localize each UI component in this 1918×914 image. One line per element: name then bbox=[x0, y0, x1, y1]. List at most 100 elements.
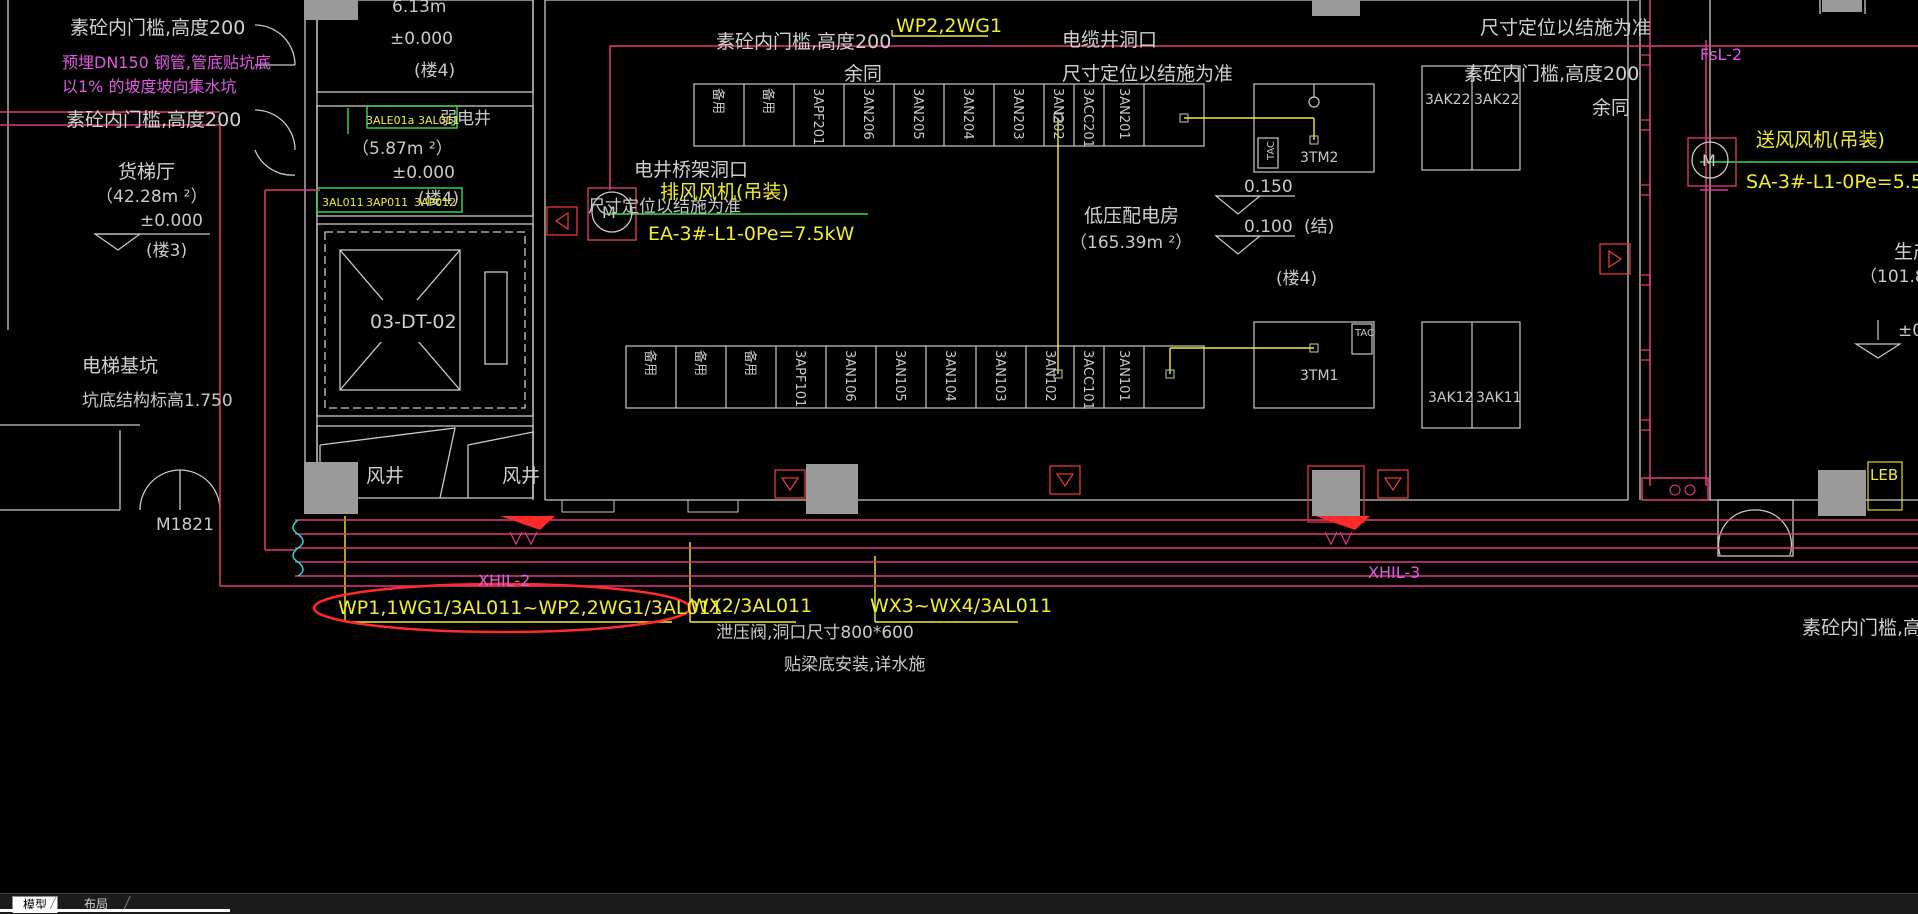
freight-lobby-level: ±0.000 bbox=[140, 211, 203, 231]
tab-model[interactable]: 模型 bbox=[12, 896, 59, 913]
area-top: 6.13m bbox=[392, 0, 446, 17]
cabinet-label: 备用 bbox=[760, 88, 776, 114]
wind-shaft-1: 风井 bbox=[366, 465, 404, 487]
cabinet-label: 备用 bbox=[742, 350, 758, 376]
cabinet-label: 3AN202 bbox=[1050, 88, 1065, 140]
lv-level-1: 0.150 bbox=[1244, 177, 1293, 197]
pipe-note-line1: 预埋DN150 钢管,管底贴坑底 bbox=[62, 53, 271, 72]
cabinet-label: 3AN201 bbox=[1116, 88, 1131, 140]
elevator-label: 03-DT-02 bbox=[370, 311, 457, 333]
floor-top: (楼4) bbox=[414, 61, 455, 81]
yellow-wiring bbox=[316, 30, 1918, 623]
fire-hydrant-riser: FsL-2 bbox=[1700, 45, 1742, 64]
same-note-1: 余同 bbox=[844, 63, 882, 85]
panel-3AP011: 3AP011 bbox=[366, 196, 408, 209]
circuit-annotation-wx34[interactable]: WX3~WX4/3AL011 bbox=[870, 595, 1052, 617]
building-walls bbox=[0, 0, 1918, 511]
same-note-right: 余同 bbox=[1592, 97, 1630, 119]
sill-note-bottom-right: 素砼内门槛,高度200 bbox=[1802, 617, 1918, 639]
cabinet-3AK12: 3AK12 bbox=[1428, 390, 1473, 406]
elevator-pit-level: 坑底结构标高1.750 bbox=[82, 391, 233, 411]
cabinet-label: 备用 bbox=[642, 350, 658, 376]
production-room-area: （101.83 bbox=[1860, 267, 1918, 287]
cable-shaft-position: 尺寸定位以结施为准 bbox=[1062, 63, 1233, 85]
highlight-circle bbox=[312, 582, 692, 634]
switchgear-row-bottom bbox=[625, 345, 1205, 409]
lv-room-label: 低压配电房 bbox=[1084, 205, 1179, 227]
supply-fan-icon: M bbox=[1702, 151, 1716, 170]
cad-model-viewport[interactable]: M M 素砼内门槛,高度200 6.13m ±0.000 (楼4) 预埋DN15… bbox=[0, 0, 1918, 893]
tac-label-2: TAC bbox=[1354, 328, 1374, 339]
sill-note-mid: 素砼内门槛,高度200 bbox=[716, 31, 891, 53]
cabinet-label: 备用 bbox=[710, 88, 726, 114]
cabinet-label: 3AN206 bbox=[860, 88, 875, 140]
freight-lobby-label: 货梯厅 bbox=[118, 161, 175, 183]
panel-3ALE01a: 3ALE01a bbox=[366, 114, 414, 127]
cabinet-label: 3AN203 bbox=[1010, 88, 1025, 140]
circuit-annotation-wx2[interactable]: WX2/3AL011 bbox=[690, 595, 812, 617]
elevator-pit-label: 电梯基坑 bbox=[82, 355, 158, 377]
transformers bbox=[1253, 65, 1521, 429]
production-room-level: ±0 bbox=[1898, 321, 1918, 341]
sill-note-top-left: 素砼内门槛,高度200 bbox=[70, 17, 245, 39]
cabinet-label: 3AN104 bbox=[942, 350, 957, 402]
cabinet-label: 3AN101 bbox=[1116, 350, 1131, 402]
cabinet-label: 3AN204 bbox=[960, 88, 975, 140]
hydrant-riser-3: XHIL-3 bbox=[1368, 563, 1420, 582]
lv-room-area: （165.39m ²） bbox=[1070, 233, 1192, 253]
weak-room-floor: (楼4) bbox=[418, 189, 459, 209]
lv-room-floor: (楼4) bbox=[1276, 269, 1317, 289]
weak-room-label: 弱电井 bbox=[440, 109, 491, 129]
cable-routes bbox=[0, 0, 1918, 587]
sill-note-right: 素砼内门槛,高度200 bbox=[1464, 63, 1639, 85]
exhaust-fan-icon: M bbox=[602, 203, 616, 222]
cabinet-label: 3AN102 bbox=[1042, 350, 1057, 402]
cabinet-3AK22-b: 3AK22 bbox=[1474, 92, 1519, 108]
weak-room-level: ±0.000 bbox=[392, 163, 455, 183]
tray-hole-position: 尺寸定位以结施为准 bbox=[588, 197, 741, 217]
tab-layout[interactable]: 布局 bbox=[84, 897, 109, 911]
door-swings bbox=[139, 24, 1794, 557]
cable-ticks bbox=[1640, 54, 1651, 431]
panel-3AL011-top: 3AL011 bbox=[418, 114, 460, 127]
cabinet-label: 3ACC201 bbox=[1080, 88, 1095, 148]
pressure-valve-install: 贴梁底安装,详水施 bbox=[784, 655, 925, 675]
elevator-label-bg bbox=[360, 300, 450, 342]
sill-note-left: 素砼内门槛,高度200 bbox=[66, 109, 241, 131]
panel-3AP012: 3AP012 bbox=[414, 196, 456, 209]
transformer-3TM1: 3TM1 bbox=[1300, 368, 1338, 384]
supply-fan-spec: SA-3#-L1-0Pe=5.5 bbox=[1746, 171, 1918, 193]
freight-lobby-floor: (楼3) bbox=[146, 241, 187, 261]
pressure-valve-note: 泄压阀,洞口尺寸800*600 bbox=[716, 623, 914, 643]
fire-dampers bbox=[500, 516, 1370, 546]
door-label: M1821 bbox=[156, 515, 214, 535]
tray-hole-note: 电井桥架洞口 bbox=[634, 159, 748, 181]
level-top: ±0.000 bbox=[390, 29, 453, 49]
wp22-label: WP2,2WG1 bbox=[896, 15, 1002, 37]
lv-struct-note: (结) bbox=[1304, 217, 1334, 237]
break-line bbox=[292, 519, 304, 577]
wind-shaft-2: 风井 bbox=[502, 465, 540, 487]
exhaust-fan-label: 排风风机(吊装) bbox=[660, 181, 789, 203]
cabinet-3AK11: 3AK11 bbox=[1476, 390, 1521, 406]
cabinet-label: 3AN105 bbox=[892, 350, 907, 402]
cabinet-label: 3AN103 bbox=[992, 350, 1007, 402]
cabinet-label: 3AN205 bbox=[910, 88, 925, 140]
connection-marks bbox=[1053, 113, 1319, 379]
cad-drawing-canvas[interactable]: M M 素砼内门槛,高度200 6.13m ±0.000 (楼4) 预埋DN15… bbox=[0, 0, 1918, 893]
vent-grilles bbox=[561, 499, 739, 513]
cabinet-label: 3APF101 bbox=[792, 350, 807, 407]
fan-symbols bbox=[587, 137, 1737, 241]
exhaust-fan-spec: EA-3#-L1-0Pe=7.5kW bbox=[648, 223, 855, 245]
cabinet-label: 3ACC101 bbox=[1080, 350, 1095, 410]
freight-lobby-area: （42.28m ²） bbox=[96, 187, 207, 207]
tac-label-1: TAC bbox=[1266, 141, 1277, 161]
pipe-note-line2: 以1% 的坡度坡向集水坑 bbox=[62, 77, 236, 96]
circuit-annotation-wp[interactable]: WP1,1WG1/3AL011~WP2,2WG1/3AL011 bbox=[338, 597, 723, 619]
leb-box bbox=[1669, 461, 1903, 511]
cabinet-label: 备用 bbox=[692, 350, 708, 376]
hydrant-riser-2: XHIL-2 bbox=[478, 571, 530, 590]
panel-3AL011: 3AL011 bbox=[322, 196, 364, 209]
